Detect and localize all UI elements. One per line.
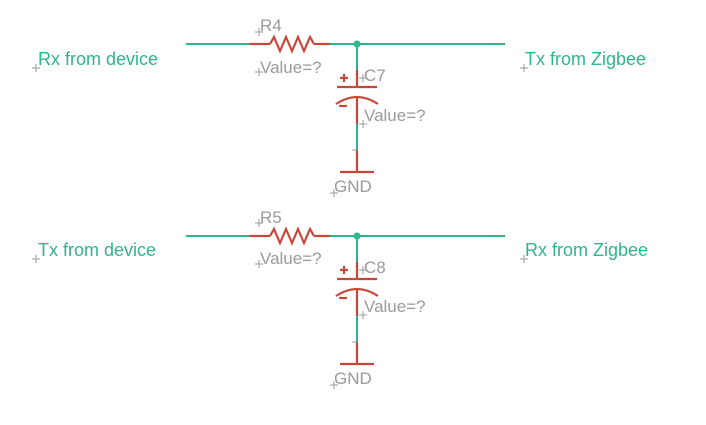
- capacitor-value-label: Value=?: [364, 106, 426, 125]
- input-net-label: Rx from device: [38, 49, 158, 69]
- input-net-label: Tx from device: [38, 240, 156, 260]
- ground-label: GND: [334, 177, 372, 196]
- resistor-value-label: Value=?: [260, 249, 322, 268]
- resistor-r5[interactable]: [250, 226, 330, 246]
- ground-label: GND: [334, 369, 372, 388]
- ground-symbol: [340, 149, 374, 174]
- capacitor-name-label: C8: [364, 258, 386, 277]
- origin-markers: [32, 219, 528, 389]
- output-net-label: Tx from Zigbee: [525, 49, 646, 69]
- capacitor-value-label: Value=?: [364, 297, 426, 316]
- rc-filter-circuit-2: Tx from device Rx from Zigbee R5 Value=?…: [32, 208, 648, 389]
- output-net-label: Rx from Zigbee: [525, 240, 648, 260]
- resistor-name-label: R5: [260, 208, 282, 227]
- capacitor-name-label: C7: [364, 66, 386, 85]
- capacitor-c7[interactable]: [335, 70, 379, 124]
- capacitor-c8[interactable]: [335, 262, 379, 316]
- resistor-value-label: Value=?: [260, 58, 322, 77]
- resistor-r4[interactable]: [250, 34, 330, 54]
- rc-filter-circuit-1: Rx from device Tx from Zigbee R4 Value=?…: [32, 16, 646, 197]
- resistor-name-label: R4: [260, 16, 282, 35]
- origin-markers: [32, 28, 528, 197]
- ground-symbol: [340, 341, 374, 366]
